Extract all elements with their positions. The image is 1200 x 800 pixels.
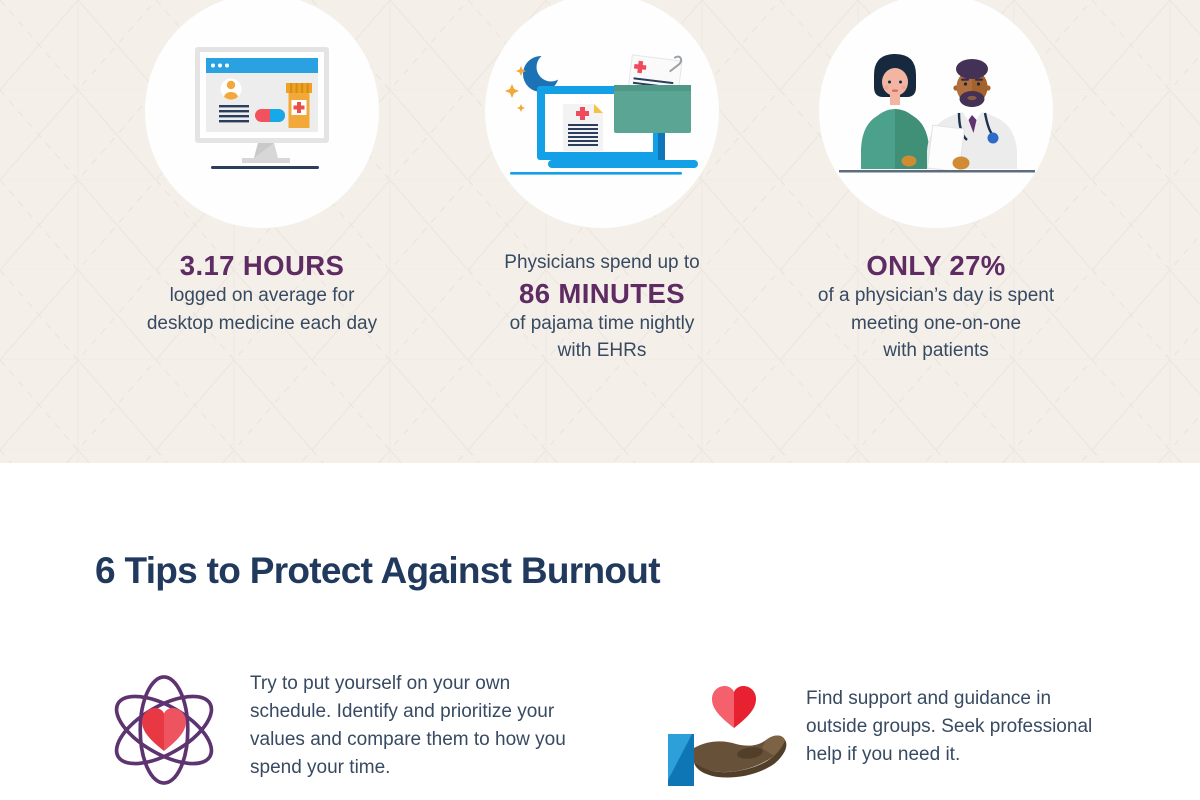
stat-icon-circle bbox=[819, 0, 1053, 228]
stat-lead: Physicians spend up to bbox=[504, 252, 700, 273]
tip-text-support: Find support and guidance in outside gro… bbox=[806, 688, 1093, 765]
stat-value: ONLY 27% bbox=[866, 250, 1006, 281]
stat-caption: of pajama time nightly with EHRs bbox=[509, 312, 695, 362]
stat-value: 86 MINUTES bbox=[519, 277, 685, 309]
stat-value: 3.17 HOURS bbox=[179, 250, 345, 281]
atom-heart-icon bbox=[98, 666, 230, 799]
stat-pajama-time: Physicians spend up to 86 MINUTES of paj… bbox=[442, 0, 762, 365]
pajama-time-laptop-icon bbox=[505, 52, 698, 175]
desktop-medicine-monitor-icon bbox=[195, 47, 329, 169]
tip-text-schedule: Try to put yourself on your own schedule… bbox=[250, 673, 566, 778]
tips-section-heading: 6 Tips to Protect Against Burnout bbox=[95, 550, 661, 591]
hand-heart-icon bbox=[662, 676, 792, 796]
stat-desktop-hours: 3.17 HOURS logged on average for desktop… bbox=[102, 0, 422, 337]
stat-patient-time: ONLY 27% of a physician’s day is spent m… bbox=[776, 0, 1096, 365]
stat-icon-circle bbox=[145, 0, 379, 228]
stat-icon-circle bbox=[485, 0, 719, 228]
stat-caption: logged on average for desktop medicine e… bbox=[146, 285, 378, 334]
stat-text-block: ONLY 27% of a physician’s day is spent m… bbox=[776, 249, 1096, 365]
stat-text-block: 3.17 HOURS logged on average for desktop… bbox=[102, 249, 422, 337]
stat-text-block: Physicians spend up to 86 MINUTES of paj… bbox=[442, 249, 762, 365]
stats-section: 3.17 HOURS logged on average for desktop… bbox=[0, 0, 1200, 463]
doctor-patient-icon bbox=[839, 54, 1035, 173]
stat-caption: of a physician’s day is spent meeting on… bbox=[817, 285, 1055, 361]
